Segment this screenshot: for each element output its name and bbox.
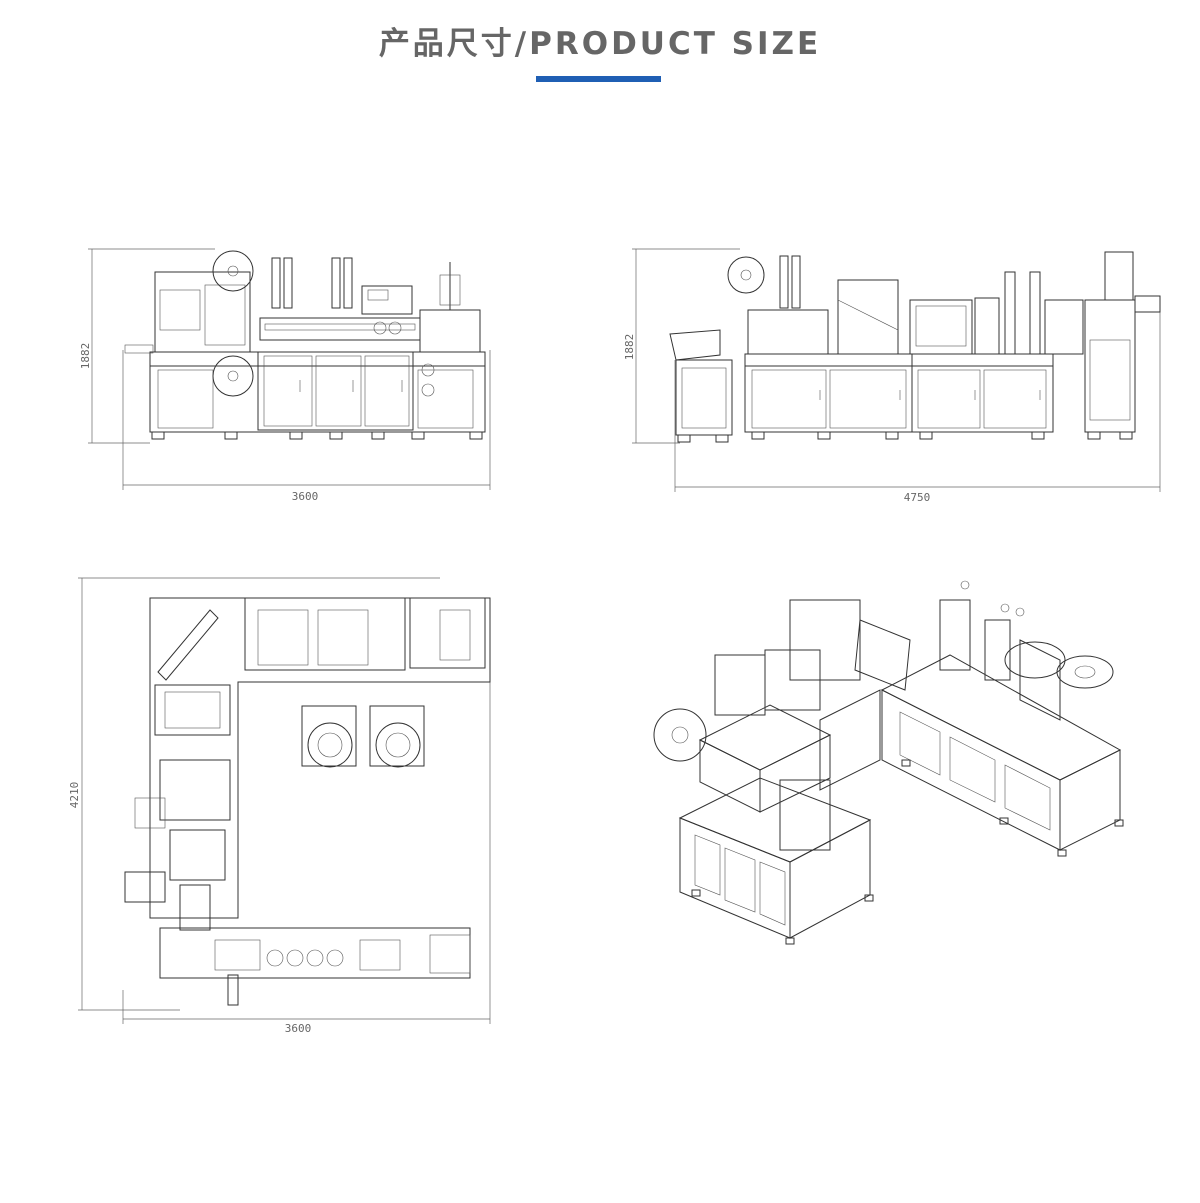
side-view-height-label: 1882 bbox=[623, 334, 636, 361]
side-view-width-label: 4750 bbox=[904, 491, 931, 504]
front-view-dimensions: 1882 3600 bbox=[79, 248, 491, 503]
top-view-width-label: 3600 bbox=[285, 1022, 312, 1035]
front-view-height-label: 1882 bbox=[79, 343, 92, 370]
page-title: 产品尺寸/PRODUCT SIZE bbox=[378, 26, 822, 62]
top-view-height-label: 4210 bbox=[68, 782, 81, 809]
title-underline bbox=[536, 76, 661, 82]
top-view-machine bbox=[124, 597, 491, 1006]
side-view-dimensions: 1882 4750 bbox=[623, 248, 1161, 504]
top-view-dimensions: 4210 3600 bbox=[68, 577, 491, 1035]
isometric-view-machine bbox=[653, 580, 1124, 945]
front-view-width-label: 3600 bbox=[292, 490, 319, 503]
side-view-machine bbox=[669, 251, 1161, 443]
front-view-machine bbox=[124, 250, 486, 440]
